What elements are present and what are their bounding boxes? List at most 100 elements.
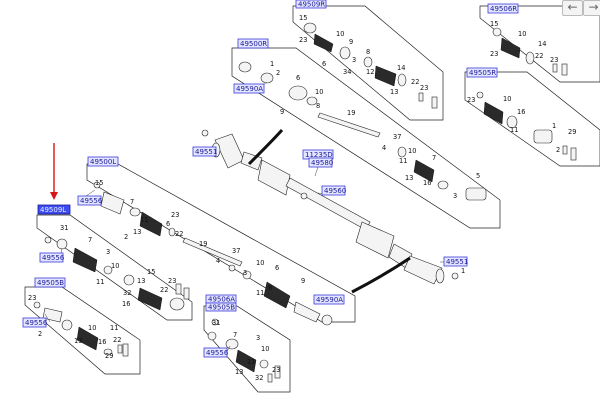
svg-text:10: 10 [503, 95, 511, 103]
part-label-49506a[interactable]: 49506A [205, 294, 237, 304]
svg-text:6: 6 [275, 264, 279, 272]
part-label-49509r[interactable]: 49509R [295, 0, 327, 9]
svg-text:19: 19 [199, 240, 207, 248]
svg-text:9: 9 [301, 277, 305, 285]
svg-text:49500L: 49500L [90, 158, 116, 166]
svg-text:19: 19 [347, 109, 355, 117]
svg-text:49506R: 49506R [490, 5, 517, 13]
svg-text:23: 23 [171, 211, 179, 219]
svg-text:16: 16 [122, 300, 130, 308]
svg-text:10: 10 [336, 30, 344, 38]
svg-text:1: 1 [552, 122, 556, 130]
svg-text:49509L: 49509L [40, 206, 66, 214]
svg-text:23: 23 [168, 277, 176, 285]
svg-text:49506A: 49506A [208, 296, 235, 304]
svg-text:11: 11 [510, 126, 518, 134]
svg-text:8: 8 [366, 48, 370, 56]
svg-text:11: 11 [256, 289, 264, 297]
svg-text:14: 14 [397, 64, 405, 72]
svg-text:13: 13 [390, 88, 398, 96]
svg-text:23: 23 [467, 96, 475, 104]
part-label-49505b-b[interactable]: 49505B [205, 302, 237, 312]
forward-button[interactable]: → [583, 0, 600, 16]
part-label-49505b[interactable]: 49505B [34, 277, 66, 288]
svg-text:2: 2 [124, 233, 128, 241]
part-label-49556-l2[interactable]: 49556 [39, 252, 65, 263]
arrow-right-icon: → [588, 0, 599, 14]
selection-arrow [50, 143, 58, 200]
svg-text:16: 16 [423, 179, 431, 187]
svg-text:1: 1 [461, 267, 465, 275]
svg-text:13: 13 [235, 368, 243, 376]
part-label-49500l[interactable]: 49500L [87, 156, 119, 167]
svg-text:12: 12 [366, 68, 374, 76]
part-label-49580[interactable]: 49580 [308, 157, 333, 168]
svg-text:9: 9 [280, 108, 284, 116]
part-label-49556-bm[interactable]: 49556 [203, 347, 229, 358]
svg-text:8: 8 [268, 284, 272, 292]
svg-text:49500R: 49500R [240, 40, 267, 48]
svg-text:23: 23 [420, 84, 428, 92]
svg-text:16: 16 [98, 338, 106, 346]
part-label-49556-bl[interactable]: 49556 [22, 317, 48, 328]
part-label-49551-lower[interactable]: 49551 [443, 256, 468, 267]
svg-text:7: 7 [130, 198, 134, 206]
svg-text:10: 10 [261, 345, 269, 353]
svg-text:10: 10 [408, 147, 416, 155]
svg-text:23: 23 [550, 56, 558, 64]
svg-text:10: 10 [518, 30, 526, 38]
leader-lines [44, 81, 446, 354]
svg-text:10: 10 [111, 262, 119, 270]
svg-text:3: 3 [106, 248, 110, 256]
svg-text:9: 9 [349, 38, 353, 46]
svg-text:49590A: 49590A [236, 85, 263, 93]
svg-text:3: 3 [352, 56, 356, 64]
svg-text:49509R: 49509R [298, 1, 325, 9]
svg-text:15: 15 [299, 14, 307, 22]
svg-text:7: 7 [432, 154, 436, 162]
svg-text:23: 23 [272, 366, 280, 374]
boot-kit-49506a-parts [207, 318, 281, 383]
svg-text:6: 6 [296, 74, 300, 82]
svg-text:6: 6 [166, 220, 170, 228]
svg-text:2: 2 [276, 69, 280, 77]
svg-text:15: 15 [490, 20, 498, 28]
boot-kit-49509r-parts [303, 22, 438, 109]
part-label-49590a-top[interactable]: 49590A [233, 83, 265, 94]
svg-text:49590A: 49590A [316, 296, 343, 304]
svg-text:49551: 49551 [446, 258, 468, 266]
part-label-49509l-selected[interactable]: 49509L [37, 204, 71, 215]
svg-text:11: 11 [140, 216, 148, 224]
svg-text:22: 22 [113, 336, 121, 344]
part-label-49551-upper[interactable]: 49551 [192, 146, 217, 157]
part-label-49556-l[interactable]: 49556 [77, 195, 103, 206]
svg-text:5: 5 [476, 172, 480, 180]
svg-text:23: 23 [490, 50, 498, 58]
svg-text:4: 4 [382, 144, 386, 152]
part-label-49560[interactable]: 49560 [321, 185, 346, 196]
svg-text:34: 34 [343, 68, 351, 76]
svg-text:1: 1 [270, 60, 274, 68]
svg-text:23: 23 [28, 294, 36, 302]
back-button[interactable]: ← [562, 0, 583, 16]
svg-text:49505B: 49505B [208, 304, 235, 312]
part-label-49506r[interactable]: 49506R [487, 3, 519, 14]
svg-text:22: 22 [535, 52, 543, 60]
part-label-49590a-bottom[interactable]: 49590A [313, 294, 345, 305]
callout-numbers: 15 23 10 6 9 3 34 8 12 14 13 22 23 15 23… [28, 14, 576, 382]
svg-text:49505R: 49505R [469, 69, 496, 77]
part-label-49500r[interactable]: 49500R [237, 38, 269, 49]
svg-text:49505B: 49505B [37, 279, 64, 287]
svg-text:32: 32 [123, 289, 131, 297]
svg-text:23: 23 [299, 36, 307, 44]
svg-text:49556: 49556 [206, 349, 229, 357]
svg-text:22: 22 [411, 78, 419, 86]
svg-text:3: 3 [243, 269, 247, 277]
arrow-left-icon: ← [567, 0, 578, 14]
svg-text:15: 15 [147, 268, 155, 276]
svg-text:15: 15 [95, 179, 103, 187]
svg-text:22: 22 [175, 230, 183, 238]
label-boxes: 49509R 49506R 49500R 49505R 49590A 49551… [22, 0, 519, 358]
part-label-49505r[interactable]: 49505R [466, 67, 498, 78]
